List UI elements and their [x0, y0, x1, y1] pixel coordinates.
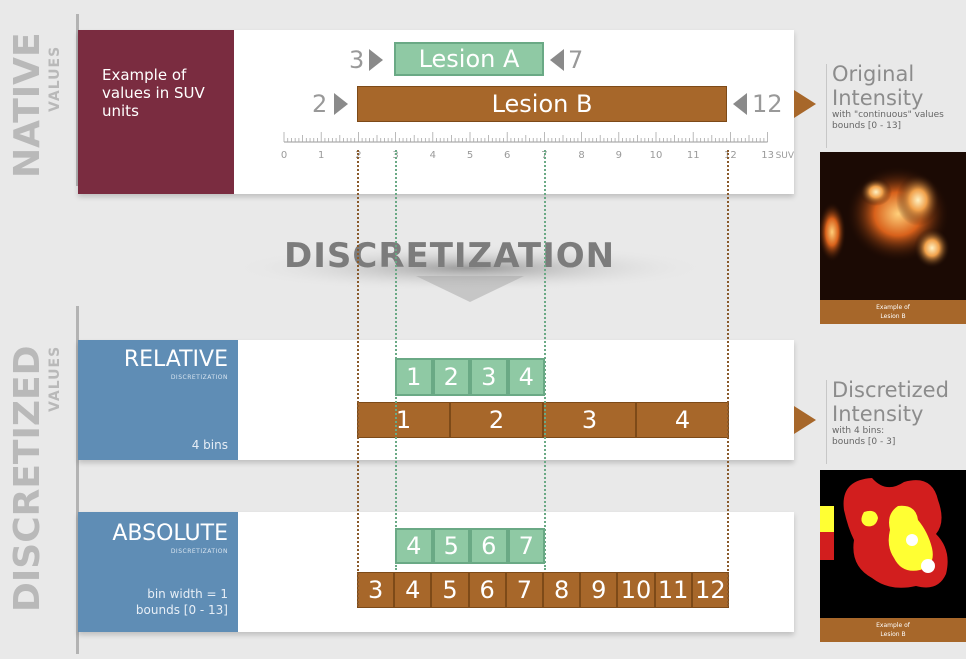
- projection-line-3: [395, 150, 397, 570]
- absolute-lesion-b-bin: 10: [617, 572, 655, 608]
- ruler-tick-label: 1: [318, 150, 324, 161]
- original-intensity-sub-1: with "continuous" values: [832, 110, 944, 120]
- discretized-side-subtitle: VALUES: [47, 345, 63, 412]
- relative-lesion-b-bin: 1: [357, 402, 450, 438]
- discretization-shadow: [230, 244, 710, 302]
- original-intensity-title-1: Original: [832, 62, 915, 86]
- ruler-tick-label: 6: [504, 150, 510, 161]
- discretized-info-divider: [826, 380, 827, 464]
- absolute-lesion-b-bin: 6: [468, 572, 506, 608]
- ruler-tick-label: 0: [281, 150, 287, 161]
- original-info-divider: [826, 64, 827, 148]
- lesion-b-high-arrow: [733, 93, 747, 115]
- absolute-lesion-a-bin: 7: [507, 528, 545, 564]
- ruler-tick-label: 9: [616, 150, 622, 161]
- projection-line-12: [727, 150, 729, 606]
- original-thumbnail-caption: Example of Lesion B: [820, 300, 966, 324]
- ruler-tick-label: 10: [650, 150, 663, 161]
- native-side-subtitle: VALUES: [47, 45, 63, 112]
- projection-line-2: [357, 150, 359, 606]
- absolute-lesion-a-bin: 6: [470, 528, 508, 564]
- lesion-a-low-bound: 3: [349, 46, 365, 74]
- relative-lesion-a-bin: 4: [507, 358, 545, 396]
- native-side-title: NATIVE: [7, 32, 48, 178]
- projection-line-7: [544, 150, 546, 570]
- relative-lesion-b-bin: 4: [636, 402, 729, 438]
- discretized-intensity-sub-1: with 4 bins:: [832, 426, 885, 436]
- relative-lesion-a-bin: 3: [470, 358, 508, 396]
- lesion-b-high-bound: 12: [752, 90, 783, 118]
- discretized-intensity-thumbnail: Example of Lesion B: [820, 470, 966, 642]
- discretized-thumbnail-caption: Example of Lesion B: [820, 618, 966, 642]
- absolute-lesion-b-bin: 9: [580, 572, 618, 608]
- native-panel-label: Example of values in SUV units: [102, 66, 205, 120]
- discretization-title: DISCRETIZATION: [284, 236, 616, 276]
- ruler-tick-label: 11: [687, 150, 700, 161]
- relative-lesion-a-bin: 1: [395, 358, 433, 396]
- pet-blob-image: [820, 166, 950, 268]
- ruler-tick-label: 12: [724, 150, 737, 161]
- original-intensity-arrow: [794, 90, 816, 118]
- absolute-lesion-b-bin: 3: [357, 572, 395, 608]
- original-intensity-title-2: Intensity: [832, 86, 924, 110]
- discretized-intensity-title-1: Discretized: [832, 378, 949, 402]
- lesion-b-low-bound: 2: [312, 90, 328, 118]
- discretized-caption-line-2: Lesion B: [880, 631, 906, 638]
- relative-subheading: DISCRETIZATION: [170, 374, 228, 381]
- lesion-a-high-bound: 7: [568, 46, 584, 74]
- ruler-tick-label: 4: [430, 150, 436, 161]
- absolute-detail: bin width = 1 bounds [0 - 13]: [135, 587, 228, 617]
- relative-lesion-a-bin: 2: [432, 358, 470, 396]
- lesion-a-low-arrow: [369, 49, 383, 71]
- discretized-intensity-title-2: Intensity: [832, 402, 924, 426]
- relative-heading: RELATIVE: [123, 347, 228, 372]
- native-guide-line: [76, 14, 79, 186]
- discretized-caption-line-1: Example of: [876, 622, 910, 629]
- absolute-lesion-b-bin: 11: [654, 572, 692, 608]
- discretized-side-title: DISCRETIZED: [7, 345, 48, 612]
- absolute-subheading: DISCRETIZATION: [170, 548, 228, 555]
- absolute-label-box: ABSOLUTE DISCRETIZATION bin width = 1 bo…: [78, 512, 238, 632]
- original-caption-line-1: Example of: [876, 304, 910, 311]
- original-intensity-thumbnail: Example of Lesion B: [820, 152, 966, 324]
- relative-lesion-b-bin: 3: [543, 402, 636, 438]
- lesion-a-native-range: Lesion A: [394, 42, 544, 76]
- lesion-b-low-arrow: [334, 93, 348, 115]
- absolute-lesion-b-bin: 5: [431, 572, 469, 608]
- ruler-unit-label: SUV: [776, 151, 794, 161]
- discretized-intensity-sub-2: bounds [0 - 3]: [832, 437, 896, 447]
- absolute-lesion-b-bin: 8: [543, 572, 581, 608]
- ruler-tick-label: 13: [761, 150, 774, 161]
- discretized-intensity-info: Discretized Intensity with 4 bins: bound…: [822, 378, 966, 448]
- relative-label-box: RELATIVE DISCRETIZATION 4 bins: [78, 340, 238, 460]
- discretized-intensity-arrow: [794, 406, 816, 434]
- original-intensity-info: Original Intensity with "continuous" val…: [822, 62, 966, 132]
- lesion-b-native-range: Lesion B: [357, 86, 727, 122]
- discretized-guide-line: [76, 306, 79, 654]
- relative-lesion-b-bin: 2: [450, 402, 543, 438]
- lesion-a-high-arrow: [550, 49, 564, 71]
- ruler-tick-label: 8: [578, 150, 584, 161]
- absolute-lesion-a-bin: 4: [395, 528, 433, 564]
- absolute-lesion-a-bin: 5: [432, 528, 470, 564]
- original-caption-line-2: Lesion B: [880, 313, 906, 320]
- original-intensity-sub-2: bounds [0 - 13]: [832, 121, 902, 131]
- native-label-box: Example of values in SUV units: [78, 30, 234, 194]
- discretized-blob-image: [820, 478, 948, 588]
- relative-detail: 4 bins: [191, 438, 228, 452]
- absolute-heading: ABSOLUTE: [112, 521, 228, 546]
- absolute-lesion-b-bin: 7: [505, 572, 543, 608]
- absolute-lesion-b-bin: 12: [691, 572, 729, 608]
- ruler-tick-label: 5: [467, 150, 473, 161]
- absolute-lesion-b-bin: 4: [394, 572, 432, 608]
